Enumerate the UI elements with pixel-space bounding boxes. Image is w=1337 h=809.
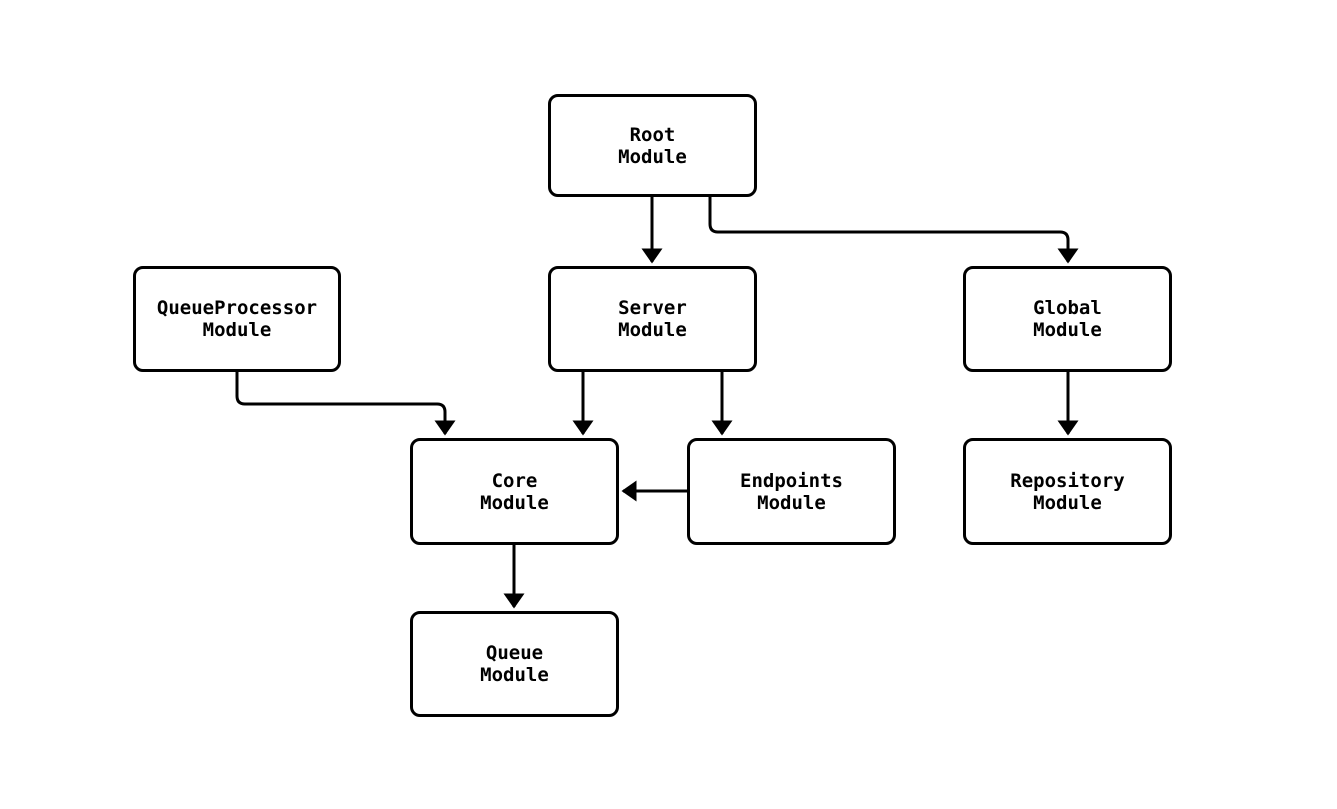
node-label-line: Module	[757, 491, 826, 514]
edge-root-module-to-global-module	[708, 197, 1079, 264]
node-label-line: Module	[480, 664, 549, 686]
node-label-line: QueueProcessor	[156, 297, 318, 319]
node-label-line: Global	[1033, 297, 1102, 319]
node-label-line: Module	[480, 491, 549, 514]
node-label-line: Endpoints	[740, 469, 843, 492]
node-label-line: Module	[1033, 319, 1102, 341]
node-label-line: Server	[618, 297, 687, 319]
node-label-line: Repository	[1010, 469, 1125, 492]
node-label-line: Module	[618, 319, 687, 341]
node-label-line: Core	[491, 469, 538, 492]
edge-queueprocessor-module-to-core-module	[235, 372, 456, 436]
node-label-line: Module	[202, 319, 272, 341]
node-label-line: Root	[629, 123, 676, 146]
node-label-line: Module	[1033, 491, 1102, 514]
node-label-line: Module	[618, 145, 687, 168]
node-label-line: Queue	[485, 642, 544, 664]
